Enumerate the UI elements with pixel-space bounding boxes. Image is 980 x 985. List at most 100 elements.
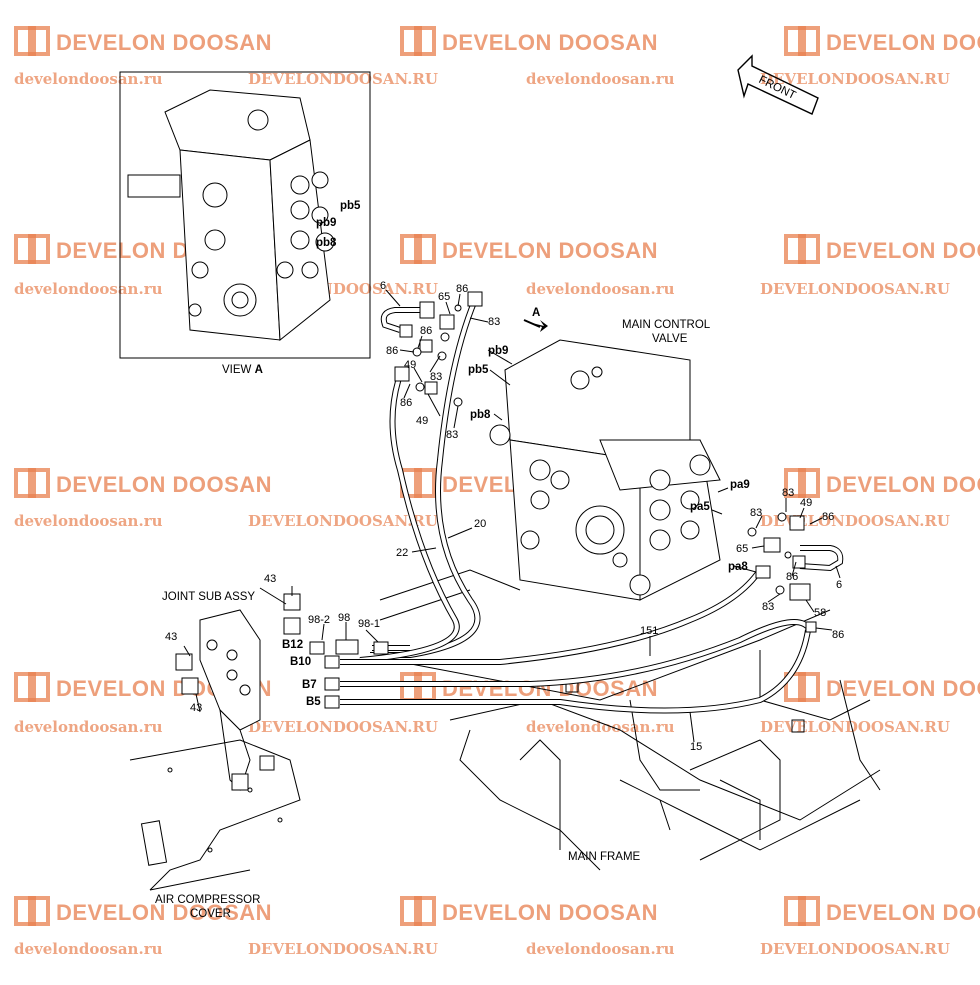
watermark-logo: DEVELON DOOSAN [400,896,658,926]
part-label: 49 [416,415,428,427]
watermark-site-text: DEVELONDOOSAN.RU [760,280,950,298]
part-label: 83 [488,316,500,328]
port-label-pb5: pb5 [468,364,489,376]
watermark-logo: DEVELON DOOSAN [784,26,980,56]
main-control-valve-label-line2: VALVE [652,333,688,345]
watermark-logo: DEVELON DOOSAN [784,896,980,926]
watermark-site-text: develondoosan.ru [14,280,163,298]
watermark-site-text: develondoosan.ru [14,70,163,88]
part-label: 65 [438,291,450,303]
fittings-group [309,291,817,709]
watermark-brand-text: DEVELON DOOSAN [826,238,980,263]
watermark-brand-text: DEVELON DOOSAN [56,900,272,925]
watermark-brand-text: DEVELON DOOSAN [442,676,658,701]
part-label: 98-1 [358,618,380,630]
part-label: 98-2 [308,614,330,626]
air-compressor-cover [129,739,301,891]
air-compressor-label-line2: COVER [190,908,231,920]
port-label-pa5: pa5 [690,501,710,513]
part-label: 6 [836,579,842,591]
watermark-logo: DEVELON DOOSAN [784,672,980,702]
part-label: 65 [736,543,748,555]
port-label-pa8: pa8 [728,561,748,573]
main-frame-label: MAIN FRAME [568,851,641,863]
joint-sub-assembly [175,593,301,791]
part-label: 86 [400,397,412,409]
watermark-site-text: develondoosan.ru [14,718,163,736]
part-label: 49 [800,497,812,509]
part-label: 6 [380,280,386,292]
watermark-site-text: DEVELONDOOSAN.RU [248,70,438,88]
part-label: 86 [832,629,844,641]
watermark-layer: DEVELON DOOSAN DEVELON DOOSAN DEVELON DO… [14,26,980,958]
watermark-logo: DEVELON DOOSAN [784,234,980,264]
watermark-site-text: develondoosan.ru [526,70,675,88]
view-a-port-pb5: pb5 [340,200,361,212]
part-labels: 6 65 86 83 86 86 49 83 86 49 83 20 22 43… [165,280,844,753]
part-label: 86 [386,345,398,357]
part-label: 22 [396,547,408,559]
part-label: 151 [640,625,658,637]
watermark-site-text: DEVELONDOOSAN.RU [760,70,950,88]
watermark-brand-text: DEVELON DOOSAN [826,30,980,55]
part-label: 98 [338,612,350,624]
view-a-caption-letter: A [255,364,263,376]
port-label-b7: B7 [302,679,317,691]
main-control-valve [489,339,721,601]
watermark-brand-text: DEVELON DOOSAN [442,30,658,55]
watermark-brand-text: DEVELON DOOSAN [826,676,980,701]
watermark-logo: DEVELON DOOSAN [14,468,272,498]
watermark-brand-text: DEVELON DOOSAN [826,472,980,497]
watermark-site-text: develondoosan.ru [526,718,675,736]
watermark-site-text: DEVELONDOOSAN.RU [760,512,950,530]
watermark-brand-text: DEVELON DOOSAN [56,30,272,55]
watermark-brand-text: DEVELON DOOSAN [826,900,980,925]
port-label-pa9: pa9 [730,479,750,491]
watermark-brand-text: DEVELON DOOSAN [442,900,658,925]
port-label-b5: B5 [306,696,321,708]
watermark-site-text: DEVELONDOOSAN.RU [760,718,950,736]
watermark-logo: DEVELON DOOSAN [14,896,272,926]
watermark-site-text: develondoosan.ru [526,940,675,958]
watermark-logo: DEVELON DOOSAN [400,26,658,56]
part-label: 49 [404,359,416,371]
part-label: 83 [782,487,794,499]
watermark-site-text: DEVELONDOOSAN.RU [760,940,950,958]
part-label: 43 [264,573,276,585]
watermark-site-text: develondoosan.ru [14,512,163,530]
part-label: 86 [822,511,834,523]
watermark-logo: DEVELON DOOSAN [14,26,272,56]
watermark-brand-text: DEVELON DOOSAN [56,472,272,497]
port-label-b12: B12 [282,639,303,651]
view-a-caption: VIEW A [222,364,263,376]
part-label: 86 [786,571,798,583]
part-label: 43 [165,631,177,643]
part-label: 43 [190,702,202,714]
part-label: 83 [762,601,774,613]
watermark-site-text: develondoosan.ru [14,940,163,958]
part-label: 83 [446,429,458,441]
port-label-pb9: pb9 [488,345,508,357]
view-a-frame [119,71,371,359]
view-direction-arrow-icon [523,319,548,332]
view-direction-arrow-label: A [532,307,540,319]
watermark-site-text: DEVELONDOOSAN.RU [248,940,438,958]
part-label: 15 [690,741,702,753]
part-label: 86 [420,325,432,337]
air-compressor-label-line1: AIR COMPRESSOR [155,894,260,906]
view-a-valve-body [127,89,335,341]
part-label: 83 [750,507,762,519]
view-a-port-pb9: pb9 [316,217,336,229]
part-label: 20 [474,518,486,530]
watermark-site-text: DEVELONDOOSAN.RU [248,512,438,530]
part-label: 58 [814,607,826,619]
port-labels: pb9 pb5 pb8 pa9 pa5 pa8 B12 B10 B7 B5 [282,345,750,708]
hose-group [340,298,844,714]
watermark-logo: DEVELON DOOSAN [784,468,980,498]
watermark-site-text: develondoosan.ru [526,280,675,298]
part-label: 83 [430,371,442,383]
watermark-logo: DEVELON DOOSAN [400,672,658,702]
part-label: 86 [456,283,468,295]
